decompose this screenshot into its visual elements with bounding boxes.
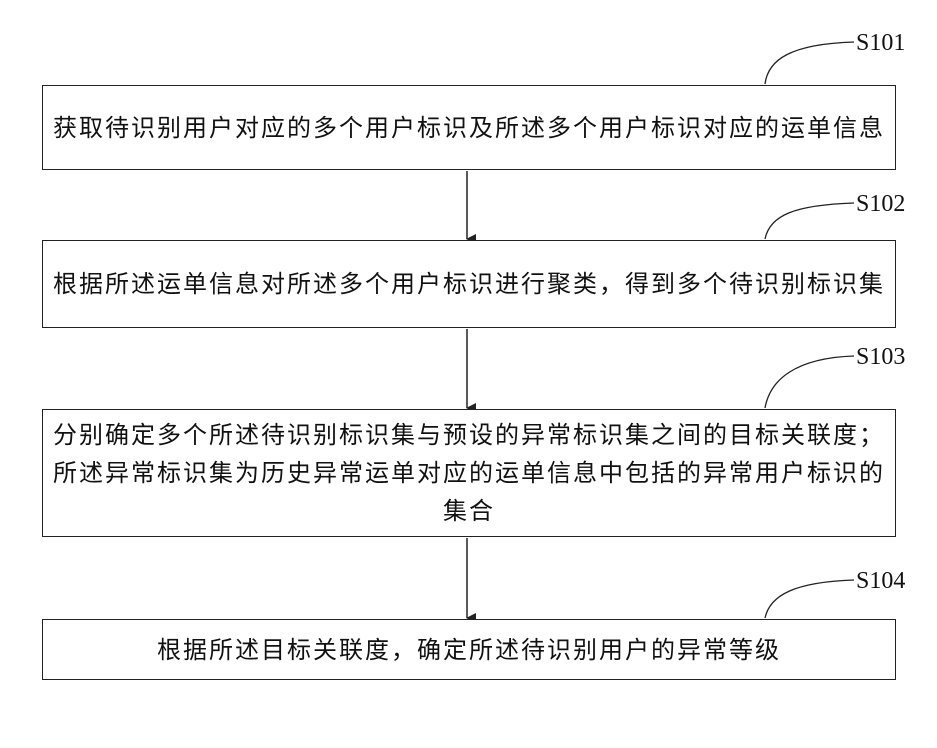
- step-text-s102: 根据所述运单信息对所述多个用户标识进行聚类，得到多个待识别标识集: [53, 265, 885, 303]
- step-box-s101: 获取待识别用户对应的多个用户标识及所述多个用户标识对应的运单信息: [42, 85, 896, 170]
- step-text-s104: 根据所述目标关联度，确定所述待识别用户的异常等级: [157, 631, 781, 669]
- step-label-s101: S101: [856, 30, 905, 57]
- step-label-s103: S103: [856, 344, 905, 371]
- leader-curve-s103: [765, 356, 854, 408]
- step-text-s103: 分别确定多个所述待识别标识集与预设的异常标识集之间的目标关联度；所述异常标识集为…: [51, 416, 887, 530]
- step-box-s102: 根据所述运单信息对所述多个用户标识进行聚类，得到多个待识别标识集: [42, 240, 896, 328]
- leader-curve-s101: [765, 42, 854, 84]
- step-box-s104: 根据所述目标关联度，确定所述待识别用户的异常等级: [42, 619, 896, 680]
- step-text-s101: 获取待识别用户对应的多个用户标识及所述多个用户标识对应的运单信息: [53, 109, 885, 147]
- step-label-s104: S104: [856, 568, 905, 595]
- leader-curve-s102: [765, 203, 854, 239]
- step-label-s102: S102: [856, 191, 905, 218]
- step-box-s103: 分别确定多个所述待识别标识集与预设的异常标识集之间的目标关联度；所述异常标识集为…: [42, 409, 896, 537]
- leader-curve-s104: [765, 580, 854, 618]
